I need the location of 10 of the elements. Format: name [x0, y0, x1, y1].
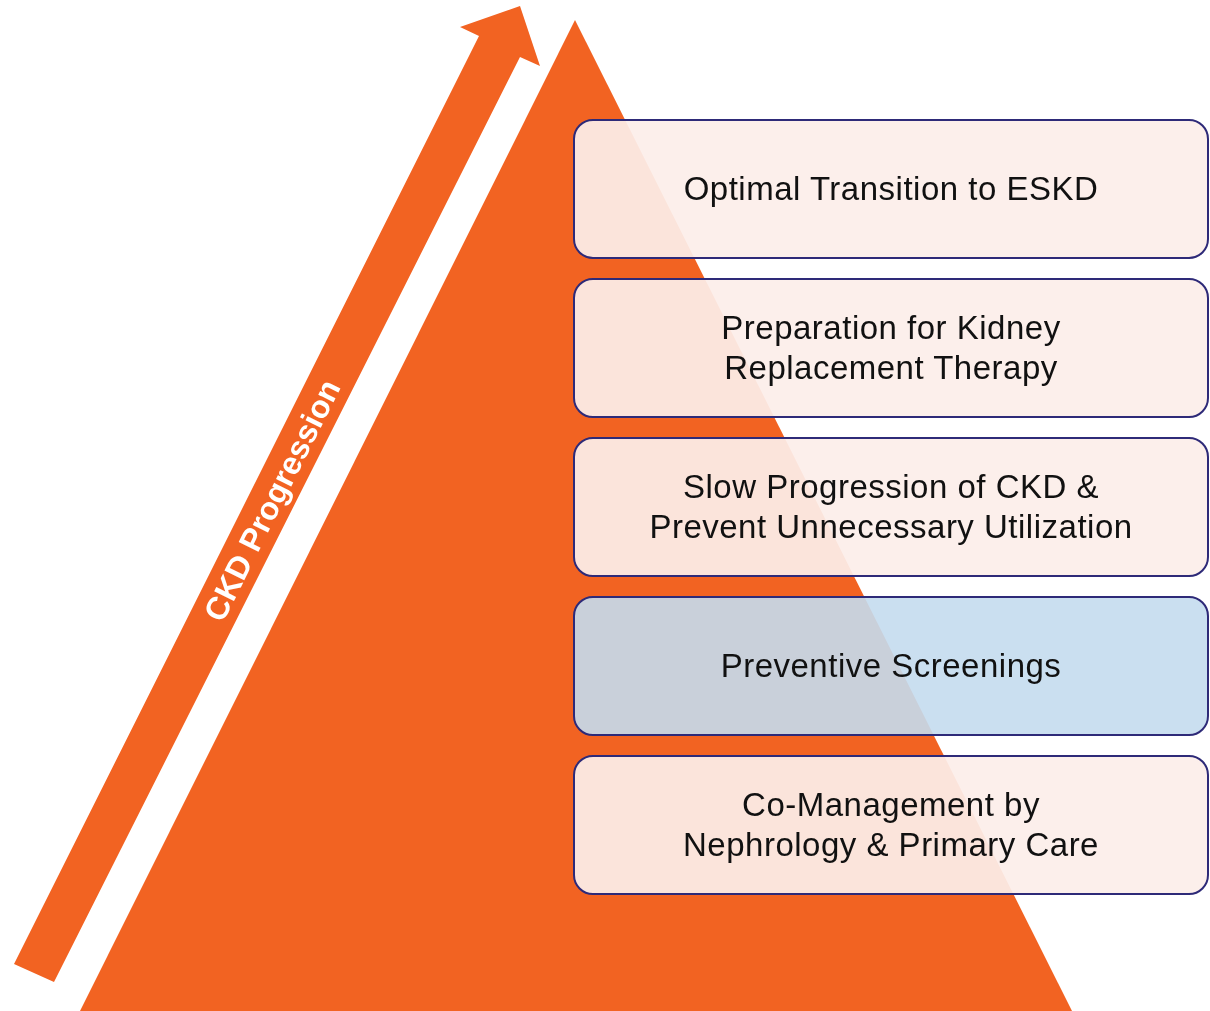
step-text: Co-Management by Nephrology & Primary Care [682, 784, 1100, 865]
step-box [573, 119, 1209, 259]
step-text: Preparation for Kidney Replacement Therapy [720, 307, 1062, 388]
step-box [573, 278, 1209, 418]
step-text: Slow Progression of CKD & Prevent Unnecessary Utilization [648, 466, 1134, 547]
step-text: Preventive Screenings [720, 645, 1062, 686]
step-text: Optimal Transition to ESKD [683, 168, 1099, 209]
step-box [573, 437, 1209, 577]
step-box [573, 755, 1209, 895]
step-box [573, 596, 1209, 736]
